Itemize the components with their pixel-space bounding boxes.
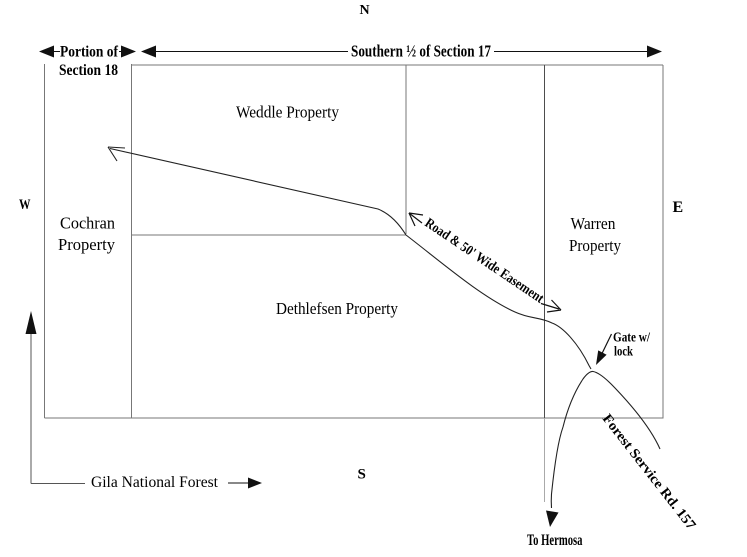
- svg-text:Property: Property: [58, 235, 115, 254]
- svg-text:Warren: Warren: [571, 214, 616, 233]
- svg-text:lock: lock: [614, 345, 633, 360]
- svg-text:Weddle Property: Weddle Property: [236, 103, 339, 122]
- svg-text:Gate w/: Gate w/: [613, 331, 651, 346]
- svg-text:Property: Property: [569, 236, 621, 255]
- svg-text:Gila National Forest: Gila National Forest: [91, 474, 219, 491]
- svg-text:Portion of: Portion of: [60, 44, 119, 61]
- svg-text:N: N: [360, 3, 370, 18]
- svg-text:Road & 50' Wide Easement: Road & 50' Wide Easement: [422, 216, 547, 307]
- svg-text:To Hermosa: To Hermosa: [527, 532, 583, 549]
- svg-text:W: W: [19, 197, 31, 213]
- svg-text:Section 18: Section 18: [59, 62, 118, 79]
- svg-text:Dethlefsen Property: Dethlefsen Property: [276, 299, 398, 318]
- svg-text:E: E: [673, 199, 684, 216]
- svg-text:Forest Service Rd. 157: Forest Service Rd. 157: [599, 412, 698, 533]
- svg-text:Southern ½ of Section 17: Southern ½ of Section 17: [351, 42, 491, 61]
- svg-text:Cochran: Cochran: [60, 214, 115, 233]
- svg-text:S: S: [358, 467, 366, 483]
